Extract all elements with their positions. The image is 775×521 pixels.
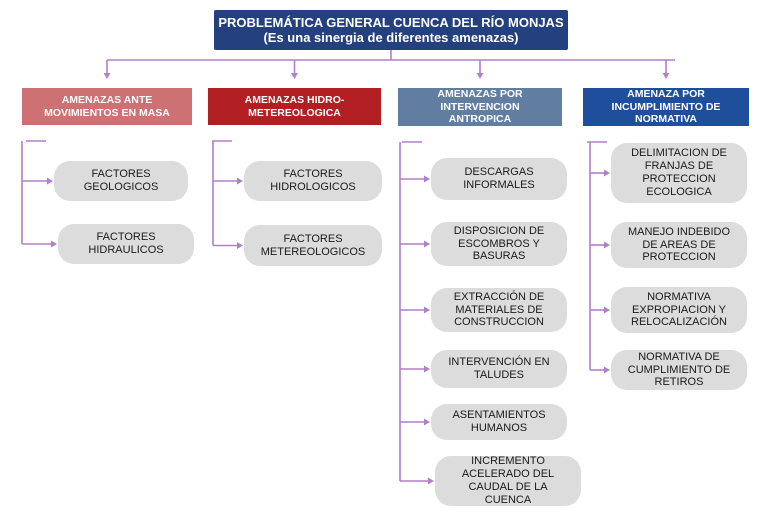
- branch-arrow: [604, 366, 610, 374]
- threat-item: FACTORES HIDROLOGICOS: [244, 161, 382, 201]
- category-box: AMENAZAS ANTE MOVIMIENTOS EN MASA: [22, 88, 192, 125]
- category-box: AMENAZAS POR INTERVENCION ANTROPICA: [398, 88, 562, 126]
- branch-arrow: [424, 175, 430, 183]
- title-line-2: (Es una sinergia de diferentes amenazas): [263, 30, 519, 45]
- category-box: AMENAZAS HIDRO- METEREOLOGICA: [208, 88, 381, 125]
- threat-item: DISPOSICION DE ESCOMBROS Y BASURAS: [431, 222, 567, 266]
- category-arrow: [103, 73, 111, 79]
- threat-item: DELIMITACION DE FRANJAS DE PROTECCION EC…: [611, 143, 747, 203]
- threat-item: MANEJO INDEBIDO DE AREAS DE PROTECCION: [611, 222, 747, 268]
- branch-arrow: [604, 169, 610, 177]
- category-arrow: [476, 73, 484, 79]
- category-box: AMENAZA POR INCUMPLIMIENTO DE NORMATIVA: [583, 88, 749, 126]
- threat-item: NORMATIVA DE CUMPLIMIENTO DE RETIROS: [611, 350, 747, 390]
- branch-arrow: [424, 418, 430, 426]
- threat-item: NORMATIVA EXPROPIACION Y RELOCALIZACIÓN: [611, 287, 747, 333]
- branch-arrow: [604, 241, 610, 249]
- threat-item: FACTORES METEREOLOGICOS: [244, 225, 382, 266]
- threat-item: FACTORES GEOLOGICOS: [54, 161, 188, 201]
- category-arrow: [662, 73, 670, 79]
- threat-item: DESCARGAS INFORMALES: [431, 158, 567, 200]
- threat-item: FACTORES HIDRAULICOS: [58, 224, 194, 264]
- branch-arrow: [237, 242, 243, 249]
- title-line-1: PROBLEMÁTICA GENERAL CUENCA DEL RÍO MONJ…: [218, 14, 564, 30]
- threat-item: EXTRACCIÓN DE MATERIALES DE CONSTRUCCION: [431, 288, 567, 332]
- branch-arrow: [424, 306, 430, 314]
- threat-item: ASENTAMIENTOS HUMANOS: [431, 404, 567, 440]
- branch-arrow: [51, 240, 57, 248]
- branch-arrow: [604, 306, 610, 314]
- threat-item: INCREMENTO ACELERADO DEL CAUDAL DE LA CU…: [435, 455, 581, 506]
- branch-arrow: [47, 177, 53, 185]
- threat-item: INTERVENCIÓN EN TALUDES: [431, 350, 567, 388]
- category-arrow: [291, 73, 298, 79]
- branch-arrow: [424, 365, 430, 373]
- branch-arrow: [237, 177, 243, 185]
- diagram-title: PROBLEMÁTICA GENERAL CUENCA DEL RÍO MONJ…: [214, 10, 568, 50]
- branch-arrow: [428, 477, 434, 485]
- branch-arrow: [424, 240, 430, 248]
